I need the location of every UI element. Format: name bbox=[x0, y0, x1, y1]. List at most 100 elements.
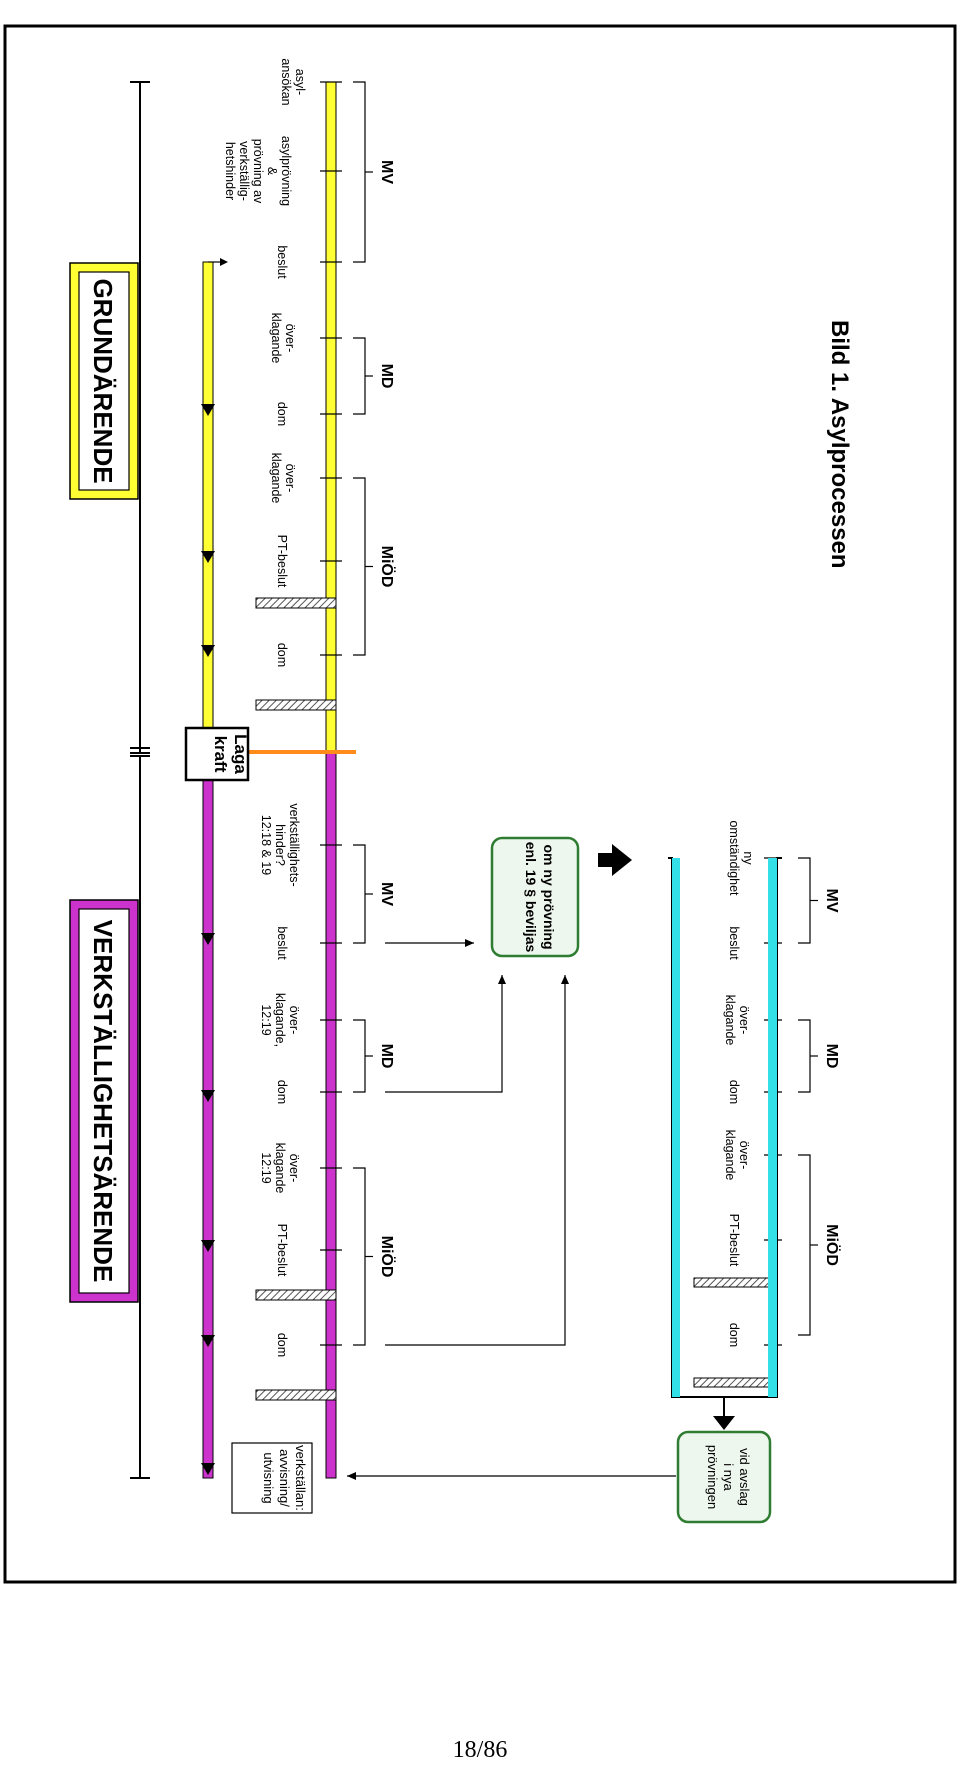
svg-text:klagande: klagande bbox=[273, 1143, 287, 1194]
brace-md-grund: MD bbox=[353, 337, 395, 415]
verk-enforcement-bar bbox=[202, 751, 214, 1479]
hatched-block bbox=[255, 1289, 337, 1301]
svg-text:vid avslag: vid avslag bbox=[737, 1448, 752, 1506]
brace-mv-new-label: MV bbox=[823, 889, 840, 913]
svg-text:klagande: klagande bbox=[723, 1130, 737, 1181]
down-arrowhead bbox=[201, 1240, 215, 1252]
svg-text:dom: dom bbox=[727, 1080, 741, 1104]
outer-frame bbox=[3, 24, 957, 1584]
hatched-block bbox=[255, 1389, 337, 1401]
svg-text:verkställighets-: verkställighets- bbox=[287, 803, 301, 886]
svg-text:Laga: Laga bbox=[231, 734, 250, 774]
grund-enforcement-bar bbox=[202, 261, 214, 753]
down-arrowhead bbox=[201, 645, 215, 657]
brace-mv-verk: MV bbox=[353, 844, 395, 944]
svg-text:PT-beslut: PT-beslut bbox=[275, 535, 289, 588]
enforcement-arrowheads bbox=[201, 404, 215, 1475]
grundarende-label: GRUNDÄRENDE bbox=[69, 262, 139, 500]
step-pt-beslut: PT-beslut bbox=[275, 1224, 289, 1277]
svg-text:över-: över- bbox=[287, 1006, 301, 1034]
brace-md-grund-label: MD bbox=[378, 364, 395, 389]
step-overklagande: över-klagande,12:19 bbox=[259, 993, 301, 1047]
step-dom: dom bbox=[275, 1333, 289, 1357]
svg-text:ansökan: ansökan bbox=[279, 58, 293, 105]
svg-text:enl. 19 § beviljas: enl. 19 § beviljas bbox=[523, 842, 539, 953]
verkstallan-box: verkställan: avvisning/ utvisning bbox=[231, 1442, 313, 1514]
svg-text:prövning av: prövning av bbox=[251, 139, 265, 204]
step-beslut: beslut bbox=[275, 926, 289, 960]
svg-text:12:19: 12:19 bbox=[259, 1004, 273, 1035]
svg-text:ny: ny bbox=[741, 851, 755, 865]
step-asylprovning: asylprövning&prövning avverkställig-hets… bbox=[223, 136, 293, 206]
svg-text:GRUNDÄRENDE: GRUNDÄRENDE bbox=[88, 278, 118, 483]
hatched-block bbox=[255, 597, 337, 609]
svg-text:VERKSTÄLLIGHETSÄRENDE: VERKSTÄLLIGHETSÄRENDE bbox=[88, 920, 118, 1283]
flow-arrows bbox=[347, 844, 735, 1480]
brace-miod-new-label: MiÖD bbox=[823, 1224, 842, 1266]
page-number: 18/86 bbox=[452, 1737, 508, 1763]
down-arrowhead bbox=[201, 1335, 215, 1347]
step-overklagande: över-klagande bbox=[269, 313, 297, 364]
step-dom: dom bbox=[275, 1080, 289, 1104]
brace-md-verk-label: MD bbox=[378, 1044, 395, 1069]
svg-text:beslut: beslut bbox=[727, 926, 741, 960]
avslag-box: vid avslag i nya prövningen bbox=[676, 1430, 772, 1524]
step-dom: dom bbox=[727, 1323, 741, 1347]
brace-miod-grund-label: MiÖD bbox=[378, 546, 397, 588]
svg-text:kraft: kraft bbox=[211, 736, 230, 773]
hatched-block bbox=[693, 1377, 773, 1388]
brace-miod-grund: MiÖD bbox=[353, 477, 397, 656]
svg-text:asylprövning: asylprövning bbox=[279, 136, 293, 206]
step-dom: dom bbox=[727, 1080, 741, 1104]
svg-text:beslut: beslut bbox=[275, 926, 289, 960]
laga-kraft-box: Laga kraft bbox=[184, 726, 250, 782]
svg-text:dom: dom bbox=[275, 402, 289, 426]
svg-text:12:18 & 19: 12:18 & 19 bbox=[259, 815, 273, 876]
brace-miod-new: MiÖD bbox=[798, 1154, 842, 1336]
svg-text:dom: dom bbox=[275, 1080, 289, 1104]
svg-text:12:19: 12:19 bbox=[259, 1152, 273, 1183]
svg-text:prövningen: prövningen bbox=[705, 1445, 720, 1509]
brace-md-verk: MD bbox=[353, 1019, 395, 1093]
diagram-title: Bild 1. Asylprocessen bbox=[826, 320, 853, 569]
brace-mv-grund: MV bbox=[353, 81, 395, 263]
step-overklagande: över-klagande bbox=[269, 453, 297, 504]
step-verkstallighetshinder: verkställighets-hinder?12:18 & 19 bbox=[259, 803, 301, 886]
svg-text:dom: dom bbox=[275, 1333, 289, 1357]
step-asylansokan: asyl-ansökan bbox=[279, 58, 307, 105]
step-beslut: beslut bbox=[727, 926, 741, 960]
svg-text:över-: över- bbox=[283, 324, 297, 352]
grund-main-bar bbox=[325, 81, 337, 753]
svg-text:hinder?: hinder? bbox=[273, 824, 287, 866]
timeline-ticks bbox=[320, 81, 782, 1346]
svg-text:över-: över- bbox=[737, 1141, 751, 1169]
hatched-block bbox=[255, 699, 337, 711]
down-arrowhead bbox=[201, 1463, 215, 1475]
section-bracket-verk bbox=[130, 755, 150, 1479]
svg-text:över-: över- bbox=[737, 1006, 751, 1034]
new-provning-branch bbox=[668, 857, 782, 1398]
verkstallighetsarende-label: VERKSTÄLLIGHETSÄRENDE bbox=[69, 899, 139, 1303]
svg-text:över-: över- bbox=[283, 464, 297, 492]
ny-provning-box: om ny prövning enl. 19 § beviljas bbox=[490, 836, 580, 958]
section-bracket-grund bbox=[130, 81, 150, 754]
svg-text:verkställig-: verkställig- bbox=[237, 141, 251, 201]
svg-text:klagande: klagande bbox=[269, 313, 283, 364]
svg-text:verkställan:: verkställan: bbox=[293, 1445, 308, 1511]
brace-md-new-label: MD bbox=[823, 1044, 840, 1069]
svg-text:över-: över- bbox=[287, 1154, 301, 1182]
brace-md-new: MD bbox=[798, 1019, 840, 1093]
step-beslut: beslut bbox=[275, 245, 289, 279]
step-dom: dom bbox=[275, 643, 289, 667]
svg-text:dom: dom bbox=[727, 1323, 741, 1347]
svg-text:asyl-: asyl- bbox=[293, 69, 307, 95]
down-arrowhead bbox=[201, 404, 215, 416]
down-arrowhead bbox=[201, 933, 215, 945]
brace-mv-grund-label: MV bbox=[378, 160, 395, 184]
svg-text:klagande: klagande bbox=[269, 453, 283, 504]
hatched-blocks bbox=[255, 597, 773, 1401]
step-overklagande: över-klagande bbox=[723, 995, 751, 1046]
